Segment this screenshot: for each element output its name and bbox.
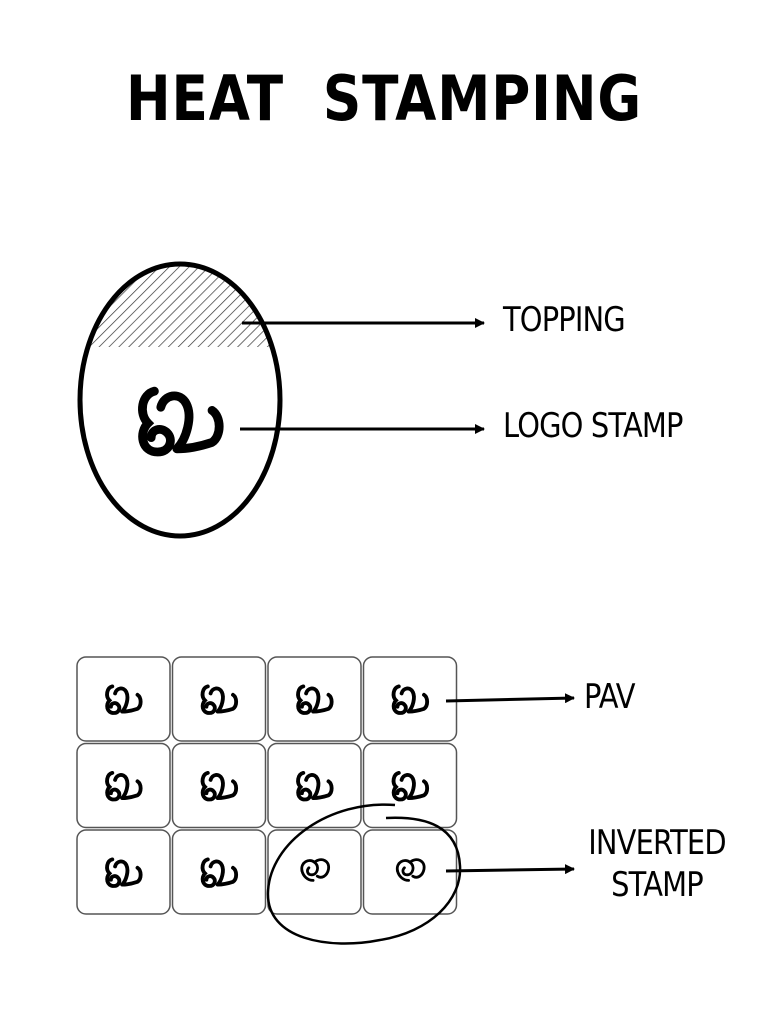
stamp-with-topping bbox=[77, 261, 283, 539]
pav-cell-r1-c1 bbox=[76, 656, 171, 742]
pav-cell-r1-c2 bbox=[171, 656, 267, 742]
pav-cell-r1-c4 bbox=[362, 656, 458, 742]
pav-cell-r2-c2 bbox=[171, 742, 267, 829]
pav-cell-r1-c3 bbox=[267, 656, 362, 742]
topping-hatch bbox=[80, 264, 280, 347]
inverted-stamp-arrow bbox=[445, 864, 575, 875]
pav-cell-r3-c3 bbox=[267, 829, 362, 915]
logo-stamp-glyph bbox=[142, 391, 219, 452]
inverted-stamp-label-line2: STAMP bbox=[611, 865, 703, 905]
pav-grid bbox=[76, 656, 458, 915]
pav-cell-r3-c2 bbox=[171, 829, 267, 915]
topping-label: TOPPING bbox=[503, 300, 626, 340]
pav-cell-r2-c3 bbox=[267, 742, 362, 829]
logo-stamp-label: LOGO STAMP bbox=[503, 406, 683, 446]
inverted-stamp-label-line1: INVERTED bbox=[588, 823, 726, 863]
inverted-stamp-label: INVERTED STAMP bbox=[585, 822, 730, 906]
diagram-title: HEAT STAMPING bbox=[126, 62, 642, 135]
pav-cell-r3-c1 bbox=[76, 829, 171, 915]
pav-cell-r2-c4 bbox=[362, 742, 458, 829]
stamp-outline bbox=[77, 261, 283, 539]
pav-cell-r3-c4 bbox=[362, 829, 458, 915]
pav-label: PAV bbox=[584, 677, 636, 717]
pav-cell-r2-c1 bbox=[76, 742, 171, 829]
inverted-stamp-loop bbox=[266, 803, 462, 945]
pav-arrow bbox=[445, 693, 575, 704]
